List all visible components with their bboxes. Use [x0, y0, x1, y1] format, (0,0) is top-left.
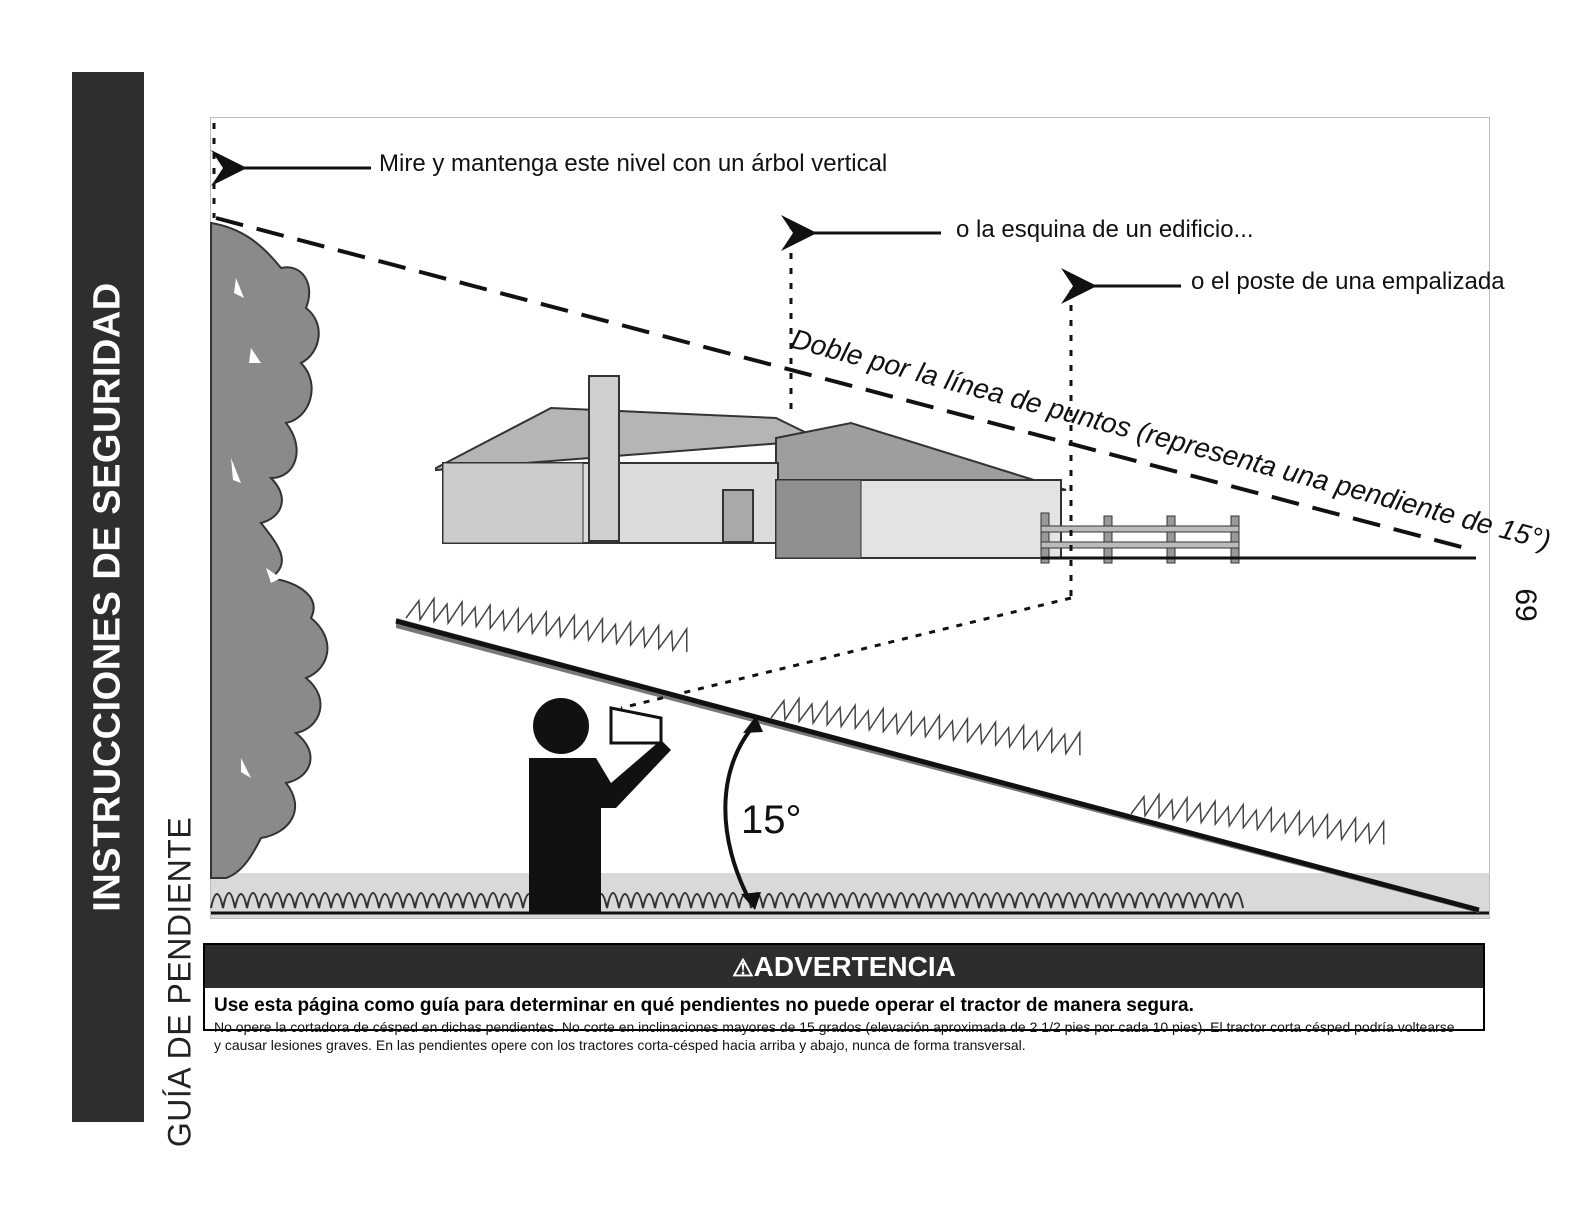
tree	[210, 221, 329, 879]
ground-horizontal	[210, 873, 1489, 918]
sloped-ground	[395, 596, 1480, 913]
page-number: 69	[1509, 588, 1542, 622]
side-tab: INSTRUCCIONES DE SEGURIDAD	[72, 72, 144, 1122]
house	[435, 375, 1067, 559]
side-tab-title: INSTRUCCIONES DE SEGURIDAD	[86, 282, 129, 912]
arrow-label-fence: o el poste de una empalizada	[1191, 268, 1505, 295]
warning-header: ⚠ADVERTENCIA	[205, 945, 1483, 988]
warning-box: ⚠ADVERTENCIA Use esta página como guía p…	[203, 943, 1485, 1053]
angle-arc	[723, 716, 763, 910]
angle-label: 15°	[741, 798, 802, 842]
pointer-arrows	[211, 150, 1181, 304]
slope-guide-illustration: Mire y mantenga este nivel con un árbol …	[210, 117, 1554, 919]
section-subtitle: GUÍA DE PENDIENTE	[161, 816, 198, 1148]
fence	[1040, 512, 1476, 564]
warning-heading: ADVERTENCIA	[753, 951, 956, 982]
arrow-label-building: o la esquina de un edificio...	[956, 216, 1254, 243]
arrow-label-tree: Mire y mantenga este nivel con un árbol …	[379, 150, 888, 177]
warning-triangle-icon: ⚠	[732, 955, 754, 982]
slope-scene	[210, 123, 1489, 918]
warning-lead: Use esta página como guía para determina…	[214, 995, 1194, 1016]
person-silhouette	[529, 698, 671, 913]
warning-body: No opere la cortadora de césped en dicha…	[214, 1019, 1455, 1053]
